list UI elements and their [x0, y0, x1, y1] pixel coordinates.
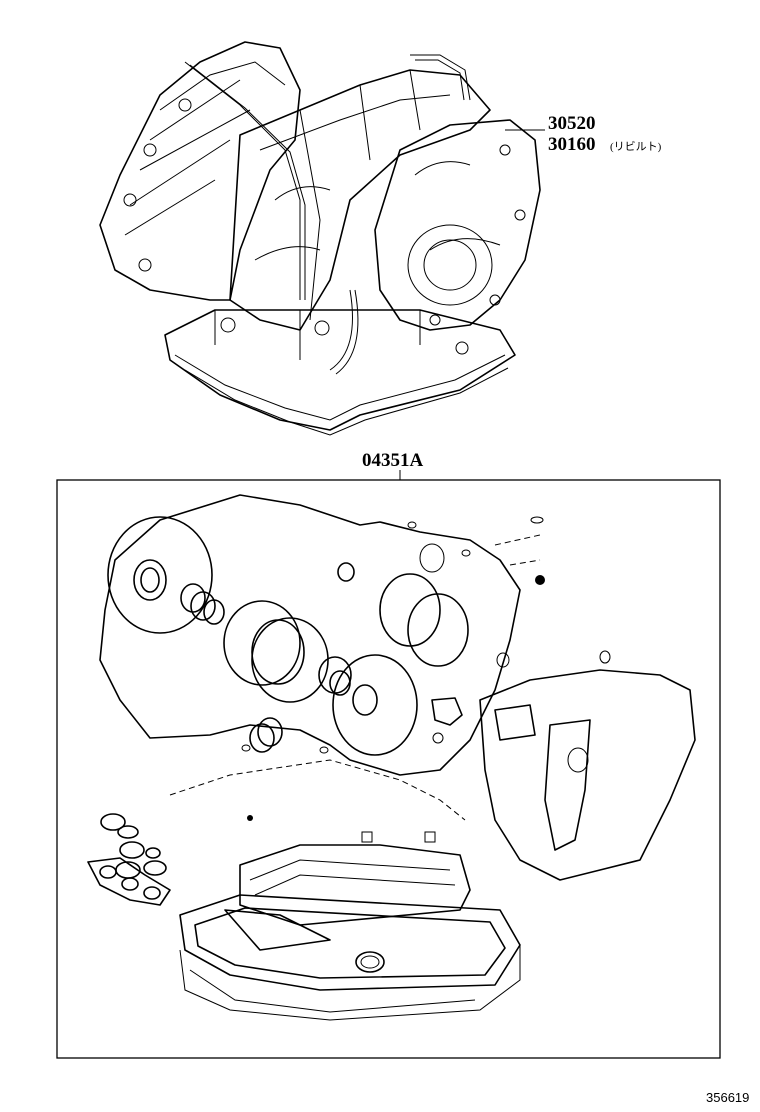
overhaul-kit-frame [56, 479, 721, 1059]
part-number-30520: 30520 [548, 113, 596, 134]
kit-part-number: 04351A [362, 450, 424, 471]
overhaul-kit-illustration [87, 494, 696, 1021]
part-30160-note: (リビルト) [610, 141, 662, 153]
part-number-30160: 30160 [548, 134, 596, 155]
figure-code: 356619 [706, 1090, 750, 1105]
transaxle-assembly-illustration [99, 41, 545, 436]
